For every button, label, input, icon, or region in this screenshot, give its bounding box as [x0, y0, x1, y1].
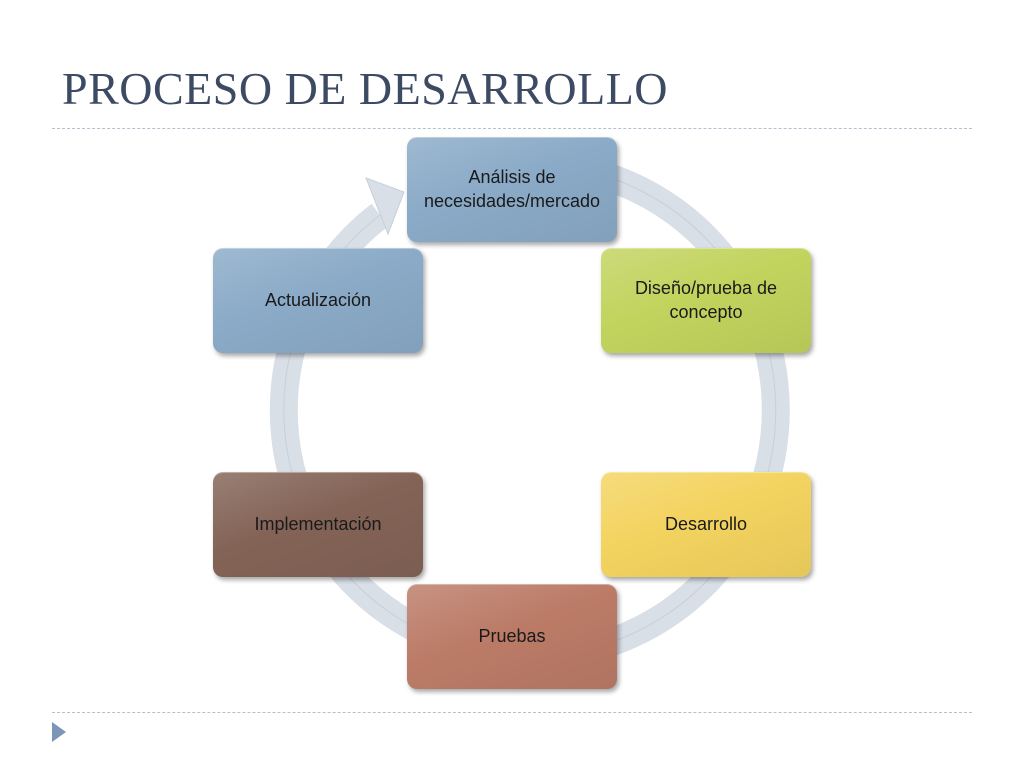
footer-divider [52, 712, 972, 713]
node-desarrollo: Desarrollo [601, 472, 811, 577]
title-divider [52, 128, 972, 129]
node-desarrollo-label: Desarrollo [664, 513, 748, 534]
cycle-ring-outline [283, 163, 777, 657]
slide-title: PROCESO DE DESARROLLO [62, 63, 669, 114]
node-implementacion: Implementación [213, 472, 423, 577]
node-analisis-label: Análisis de necesidades/mercado [423, 167, 601, 211]
node-analisis: Análisis de necesidades/mercado [407, 137, 617, 242]
node-implementacion-label: Implementación [254, 513, 382, 534]
cycle-arrow-head [365, 177, 405, 236]
node-actualizacion-label: Actualización [264, 289, 372, 310]
node-pruebas-label: Pruebas [478, 625, 546, 646]
node-pruebas: Pruebas [407, 584, 617, 689]
node-diseno: Diseño/prueba de concepto [601, 248, 811, 353]
node-diseno-label: Diseño/prueba de concepto [634, 278, 778, 322]
node-actualizacion: Actualización [213, 248, 423, 353]
triangle-right-icon [52, 722, 66, 742]
